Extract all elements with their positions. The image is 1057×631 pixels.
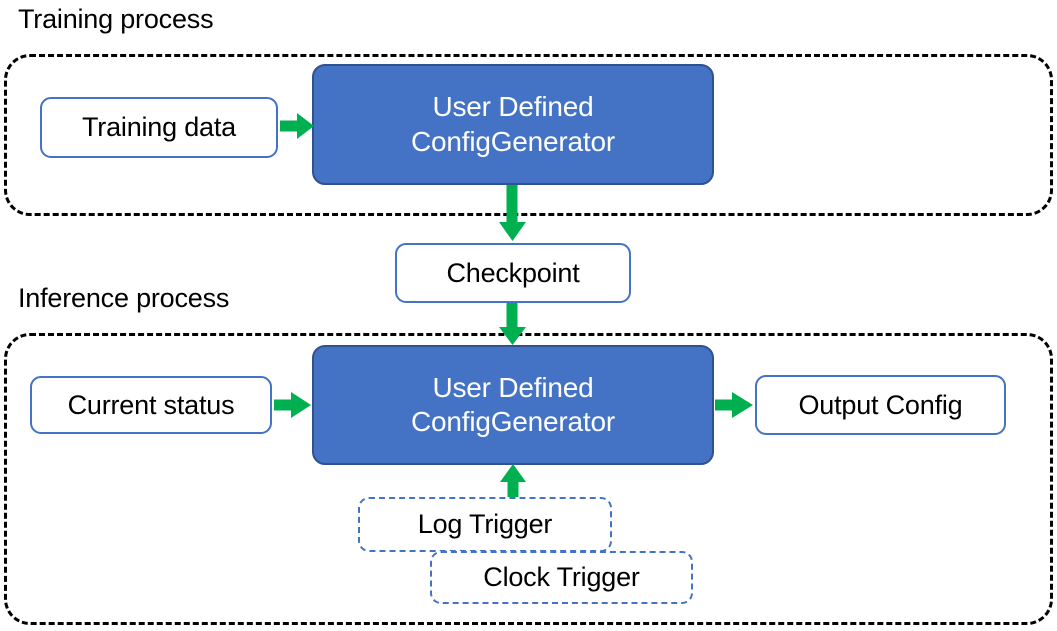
training-process-title: Training process xyxy=(18,4,214,34)
user-defined-configgenerator-training-box[interactable]: User Defined ConfigGenerator xyxy=(312,64,714,185)
training-process-container xyxy=(4,54,1053,216)
inference-process-title: Inference process xyxy=(18,283,230,313)
current-status-box[interactable]: Current status xyxy=(30,376,272,434)
user-defined-configgenerator-inference-box[interactable]: User Defined ConfigGenerator xyxy=(312,345,714,465)
training-data-box[interactable]: Training data xyxy=(40,97,278,158)
output-config-box[interactable]: Output Config xyxy=(755,375,1006,435)
checkpoint-box[interactable]: Checkpoint xyxy=(395,243,631,303)
clock-trigger-box[interactable]: Clock Trigger xyxy=(430,551,693,604)
inference-process-container xyxy=(4,333,1053,625)
log-trigger-box[interactable]: Log Trigger xyxy=(358,497,612,552)
